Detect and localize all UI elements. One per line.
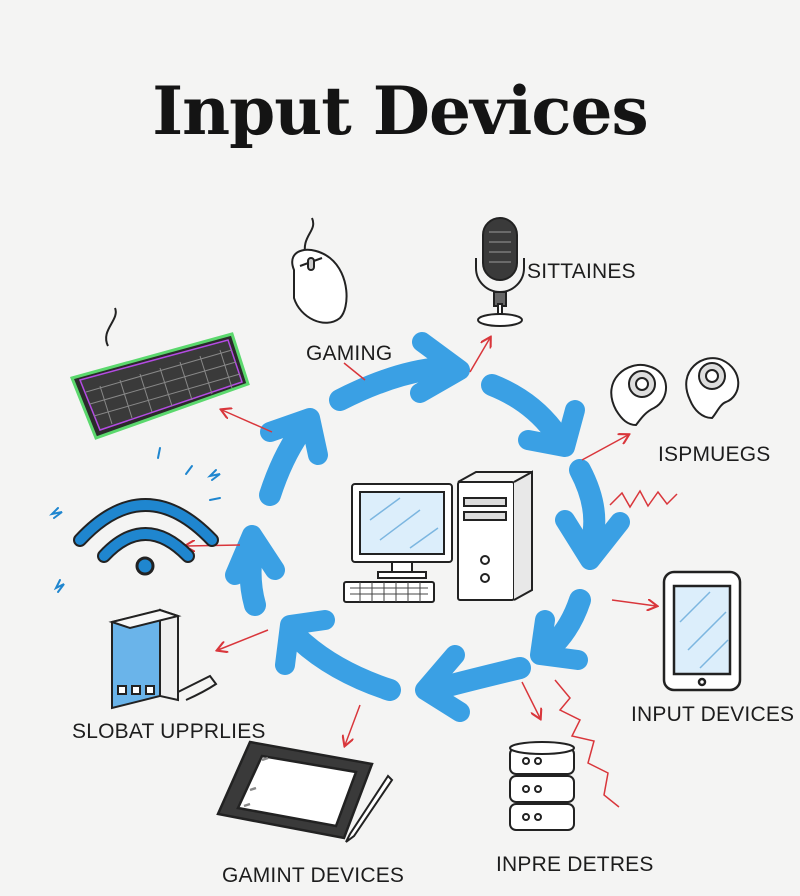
microphone-icon <box>475 217 525 327</box>
cycle-arrows <box>225 332 630 722</box>
vr-controllers-icon <box>610 357 740 427</box>
label-inpre-detres: INPRE DETRES <box>496 853 654 876</box>
cycle-arrow-6 <box>275 610 401 701</box>
desktop-computer-icon <box>343 470 533 603</box>
cycle-arrow-8 <box>259 408 328 506</box>
cycle-arrow-3 <box>555 459 630 570</box>
keyboard-icon <box>69 307 250 440</box>
cycle-arrow-7 <box>225 525 285 616</box>
tower-icon <box>108 608 218 710</box>
mouse-icon <box>291 217 348 324</box>
pointer-arrows <box>186 338 678 808</box>
label-slobat-upprlies: SLOBAT UPPRLIES <box>72 720 266 743</box>
label-sittaines: SITTAINES <box>527 260 636 283</box>
tablet-icon <box>662 570 742 692</box>
label-gamint-devices: GAMINT DEVICES <box>222 864 405 887</box>
cycle-arrow-4 <box>530 589 591 670</box>
drawing-tablet-icon <box>216 740 394 843</box>
wifi-icon <box>48 447 221 593</box>
cycle-arrow-2 <box>481 374 585 457</box>
page-title: Input Devices <box>152 72 648 150</box>
server-icon <box>509 741 575 831</box>
label-ispmuegs: ISPMUEGS <box>658 443 771 466</box>
label-gaming: GAMING <box>306 342 393 365</box>
cycle-arrow-1 <box>329 332 470 411</box>
cycle-arrow-5 <box>415 645 531 722</box>
label-input-devices: INPUT DEVICES <box>631 703 795 726</box>
